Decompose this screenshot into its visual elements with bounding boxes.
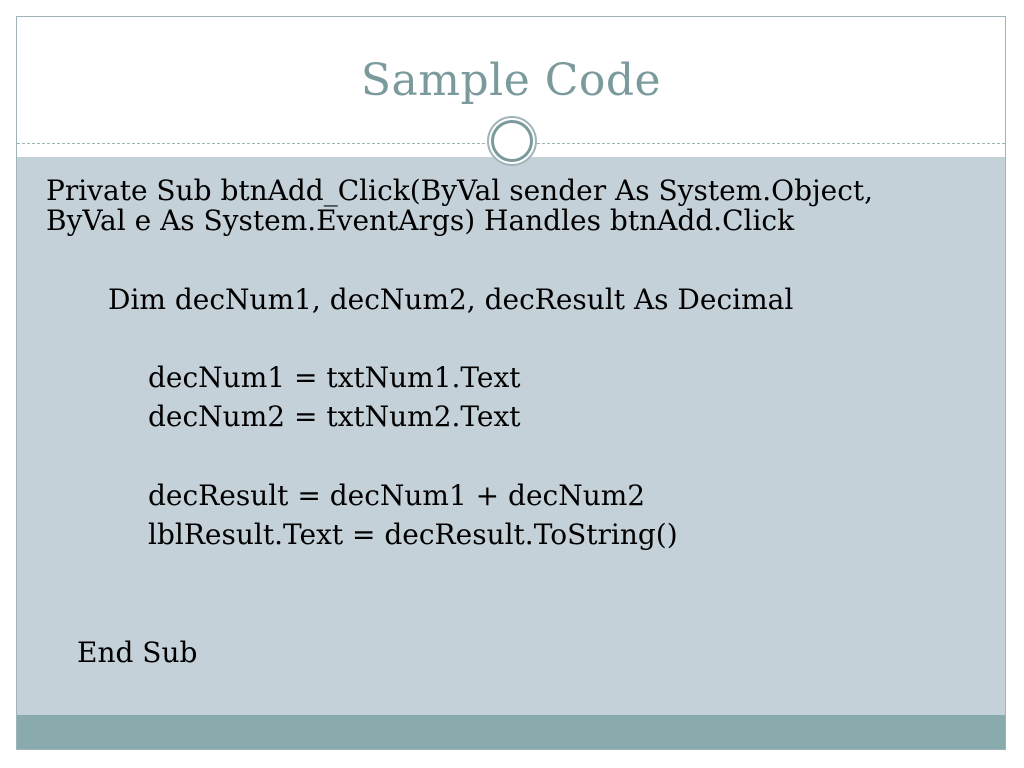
slide: Sample Code Private Sub btnAdd_Click(ByV…: [16, 16, 1006, 750]
code-line-lblresult: lblResult.Text = decResult.ToString(): [148, 518, 678, 551]
footer-bar: [17, 715, 1005, 749]
code-line-sub-signature-cont: ByVal e As System.EventArgs) Handles btn…: [46, 204, 795, 237]
code-line-decresult: decResult = decNum1 + decNum2: [148, 479, 646, 512]
slide-title: Sample Code: [360, 55, 662, 106]
code-line-decnum2: decNum2 = txtNum2.Text: [148, 400, 521, 433]
code-line-end-sub: End Sub: [77, 636, 198, 669]
ring-ornament-inner: [491, 120, 533, 162]
code-line-dim: Dim decNum1, decNum2, decResult As Decim…: [108, 283, 794, 316]
code-line-decnum1: decNum1 = txtNum1.Text: [148, 361, 521, 394]
code-line-sub-signature: Private Sub btnAdd_Click(ByVal sender As…: [46, 174, 874, 207]
title-area: Sample Code: [17, 17, 1005, 143]
content-area: [17, 157, 1005, 715]
